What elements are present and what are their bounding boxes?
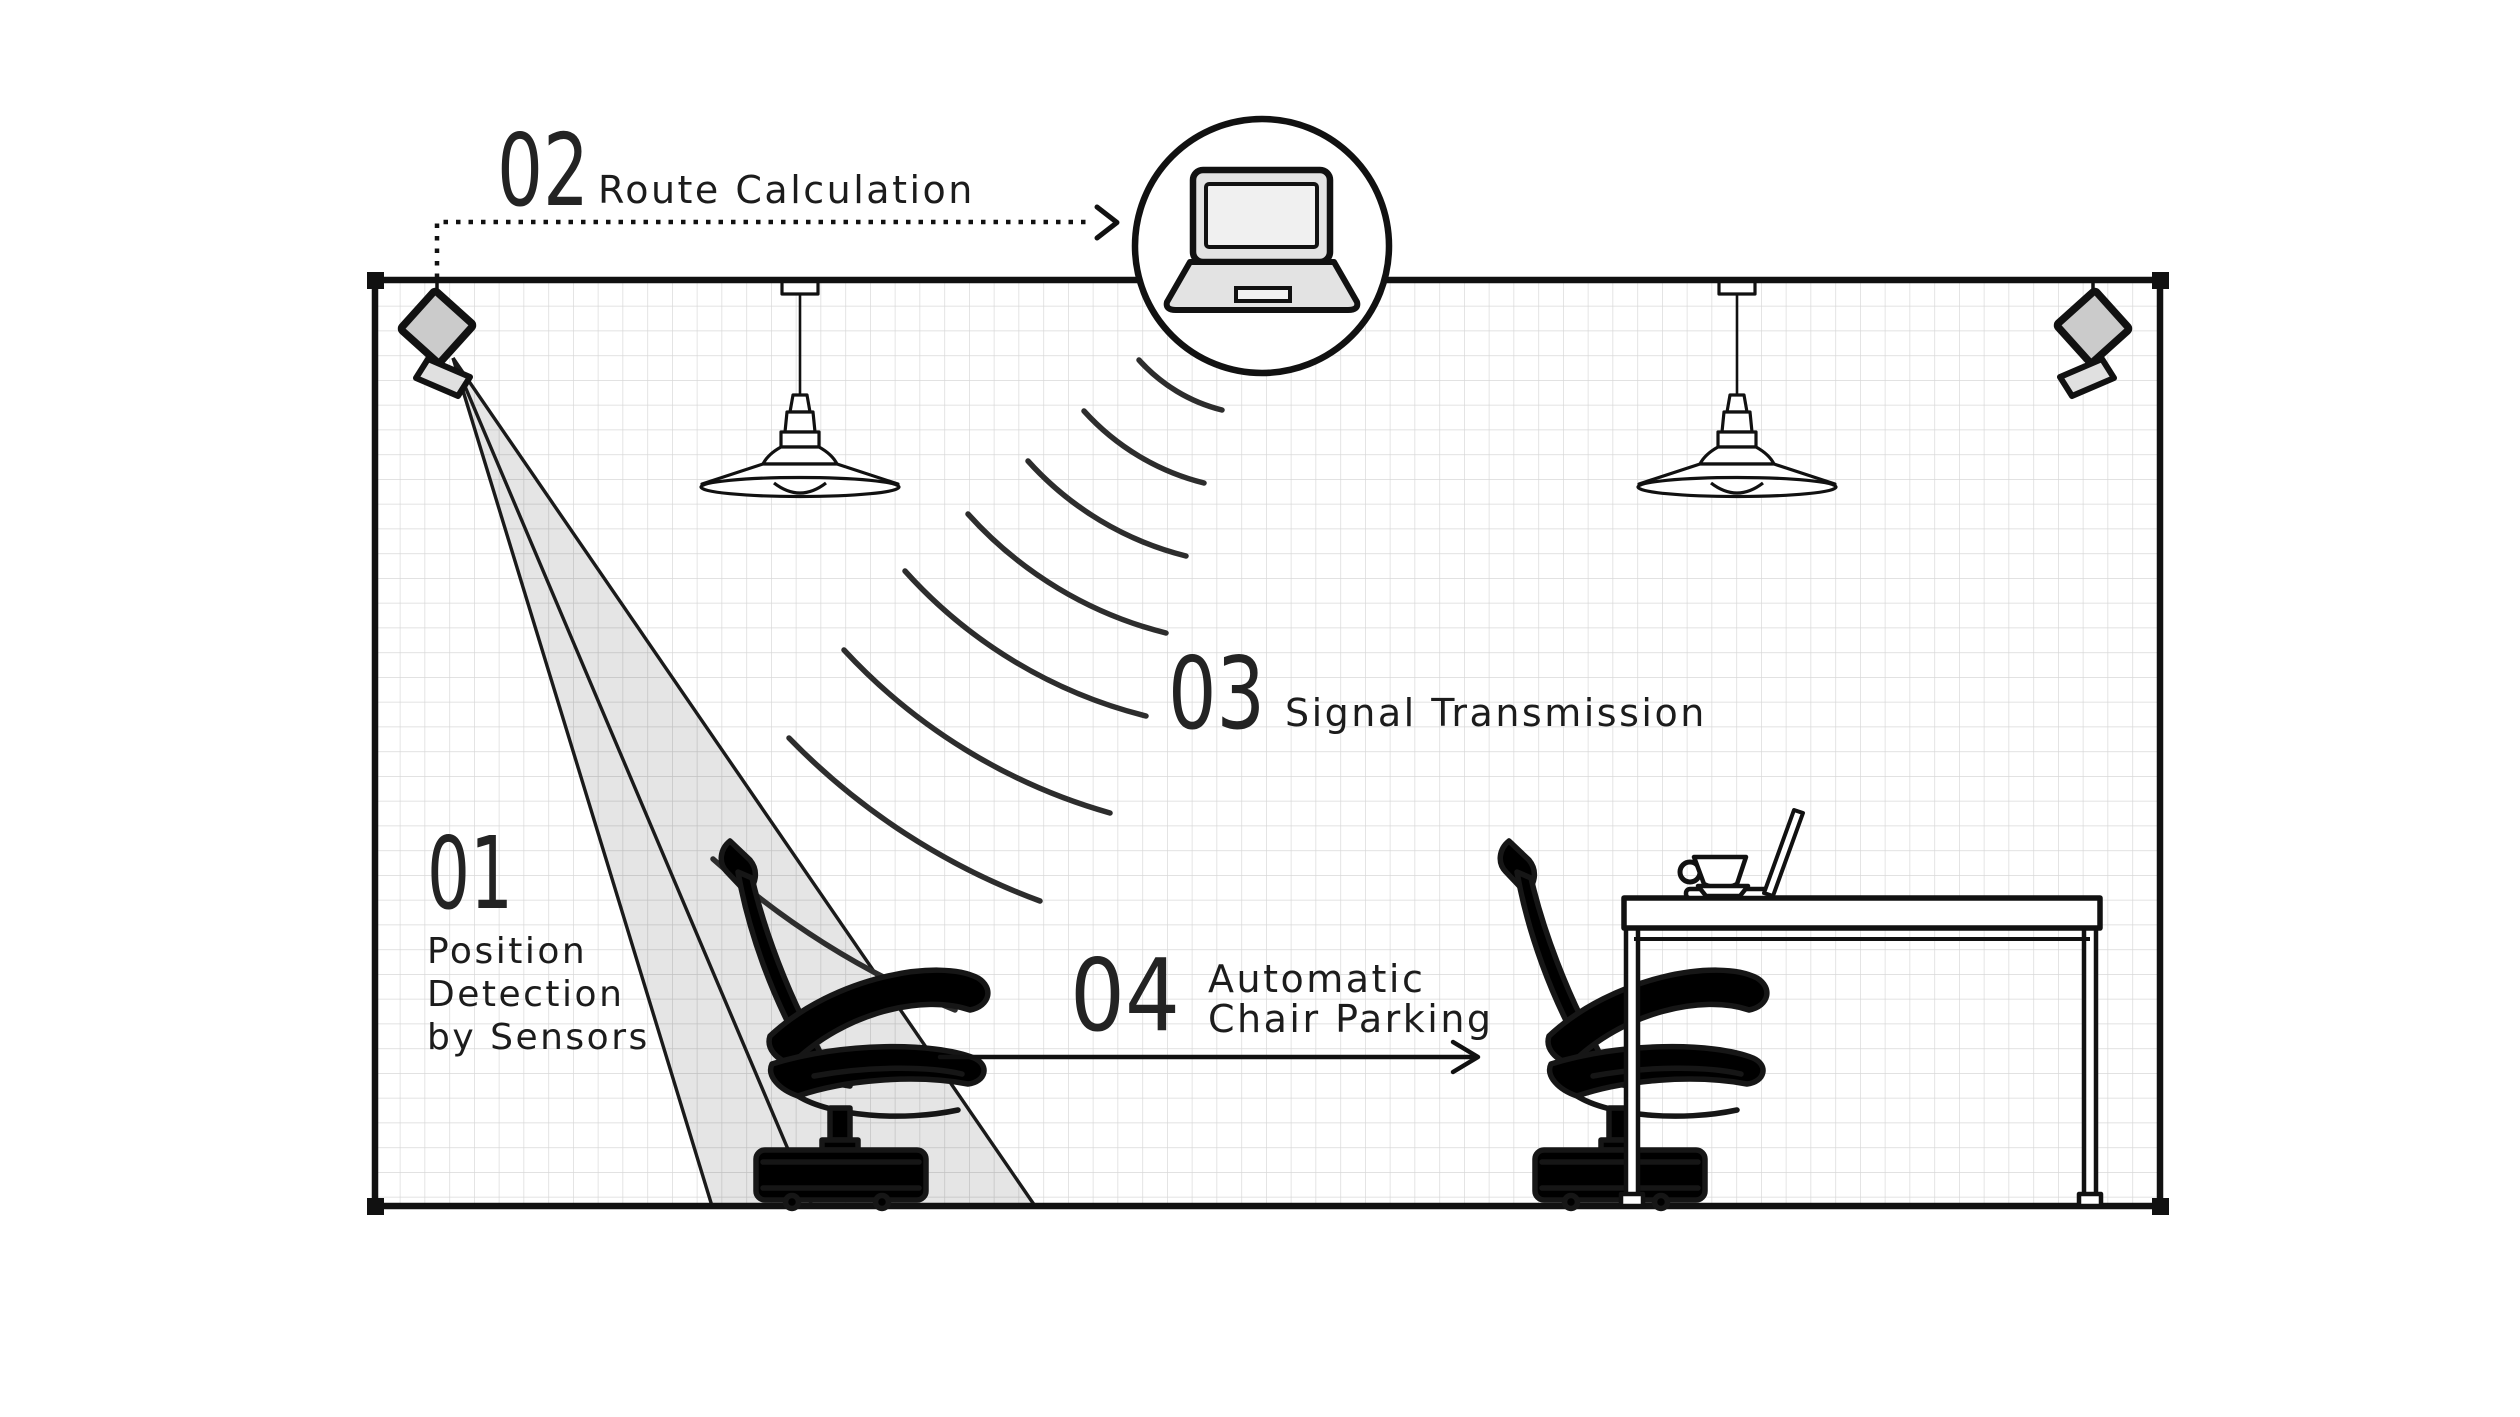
step-01-text-line1: Position (427, 931, 587, 972)
step-01-label: 01 Position Detection by Sensors (427, 815, 650, 1058)
step-03-label: 03 Signal Transmission (1168, 635, 1707, 752)
coffee-cup-icon (1677, 854, 1751, 899)
step-01-number: 01 (427, 815, 513, 932)
step-03-number: 03 (1168, 635, 1265, 752)
step-04-number: 04 (1070, 937, 1180, 1054)
step-01-text-line3: by Sensors (427, 1017, 650, 1058)
step-02-number: 02 (497, 112, 589, 229)
parking-arrow (937, 1039, 1481, 1075)
step-02-label: 02 Route Calculation (497, 112, 975, 229)
step-04-text-line2: Chair Parking (1208, 997, 1494, 1041)
desk-icon (1618, 895, 2104, 1209)
laptop-icon (1131, 115, 1393, 377)
step-01-text-line2: Detection (427, 974, 624, 1015)
step-02-text: Route Calculation (598, 168, 975, 212)
step-04-label: 04 Automatic Chair Parking (1070, 937, 1494, 1054)
step-03-text: Signal Transmission (1285, 691, 1707, 735)
dotted-route-arrow (434, 204, 1120, 278)
step-04-text-line1: Automatic (1208, 957, 1425, 1001)
room-floor-grid (375, 280, 2160, 1206)
